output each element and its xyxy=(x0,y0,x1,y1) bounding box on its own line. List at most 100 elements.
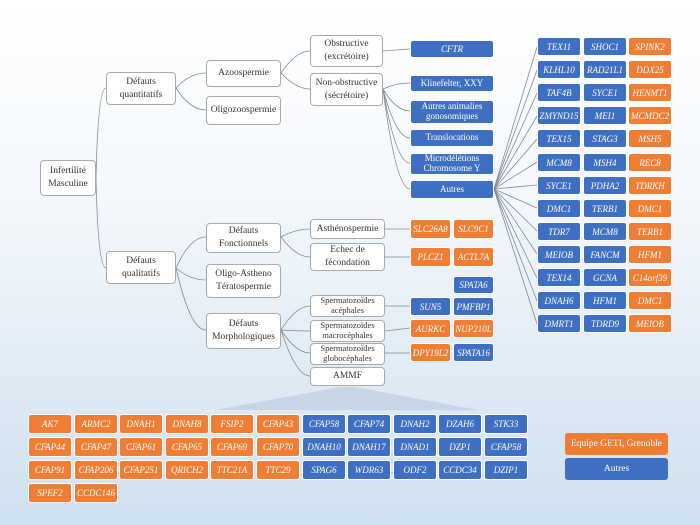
gene-chip: MCMDC2 xyxy=(628,106,672,125)
cftr-box: CFTR xyxy=(410,40,494,58)
gene-chip: SUN5 xyxy=(410,297,451,316)
gene-chip: HENMT1 xyxy=(628,83,672,102)
defauts-qualitatifs-node: Défauts qualitatifs xyxy=(106,251,176,284)
ammf-gene-chip: CFAP65 xyxy=(165,437,209,457)
gene-chip: DMC1 xyxy=(537,199,581,218)
gene-chip: SPINK2 xyxy=(628,37,672,56)
ammf-gene-chip: CFAP44 xyxy=(28,437,72,457)
gene-chip: TEX14 xyxy=(537,268,581,287)
gene-chip: DMRT1 xyxy=(537,314,581,333)
legend-autres: Autres xyxy=(565,458,668,480)
ammf-gene-chip: WDR63 xyxy=(347,460,391,480)
ammf-gene-chip: CFAP91 xyxy=(28,460,72,480)
ammf-gene-chip: DZIP1 xyxy=(484,460,528,480)
gene-chip: HFM1 xyxy=(583,291,627,310)
defauts-morphologiques-node: Défauts Morphologiques xyxy=(206,313,281,349)
asthenospermie-node: Asthénospermie xyxy=(310,219,385,239)
gene-chip: DNAH6 xyxy=(537,291,581,310)
azoospermie-node: Azoospermie xyxy=(206,60,281,87)
ammf-gene-chip: CFAP74 xyxy=(347,414,391,434)
autres-causes-box: Autres xyxy=(410,180,494,199)
gene-chip: MEI1 xyxy=(583,106,627,125)
gene-chip: DMC1 xyxy=(628,291,672,310)
ammf-gene-chip: QRICH2 xyxy=(165,460,209,480)
gene-chip: ACTL7A xyxy=(453,247,494,267)
ammf-gene-chip: CCDC34 xyxy=(438,460,482,480)
ammf-gene-chip: DNAD1 xyxy=(393,437,437,457)
microdeletions-chromosome-y-box: Microdélétions Chromosome Y xyxy=(410,153,494,175)
gene-chip: SPATA6 xyxy=(453,276,494,294)
gene-chip: TDRKH xyxy=(628,176,672,195)
gene-chip: MSH5 xyxy=(628,129,672,148)
ammf-gene-chip: DNAH10 xyxy=(302,437,346,457)
gene-chip: AURKC xyxy=(410,319,451,338)
gene-chip: SPATA16 xyxy=(453,343,494,362)
defauts-quantitatifs-node: Défauts quantitatifs xyxy=(106,72,176,105)
ammf-gene-chip: SPAG6 xyxy=(302,460,346,480)
ammf-gene-chip: AK7 xyxy=(28,414,72,434)
oligo-astheno-teratospermie-node: Oligo-Astheno Tératospermie xyxy=(206,264,281,298)
ammf-gene-chip: DNAH2 xyxy=(393,414,437,434)
ammf-gene-chip: CFAP251 xyxy=(119,460,163,480)
gene-chip: HFM1 xyxy=(628,245,672,264)
legend-equipe-geti: Equipe GETI, Grenoble xyxy=(565,433,668,455)
gene-chip: GCNA xyxy=(583,268,627,287)
gene-chip: SYCE1 xyxy=(537,176,581,195)
ammf-gene-chip: CFAP69 xyxy=(210,437,254,457)
ammf-gene-chip: ARMC2 xyxy=(74,414,118,434)
ammf-gene-chip: TTC21A xyxy=(210,460,254,480)
echec-fecondation-node: Echec de fécondation xyxy=(310,243,385,271)
gene-chip: TEX15 xyxy=(537,129,581,148)
gene-chip: TAF4B xyxy=(537,83,581,102)
autres-anomalies-gonosomiques-box: Autres animalies gonosomiques xyxy=(410,100,494,124)
gene-chip: TERB1 xyxy=(583,199,627,218)
translocations-box: Translocations xyxy=(410,129,494,147)
ammf-gene-chip: TTC29 xyxy=(256,460,300,480)
gene-chip: PDHA2 xyxy=(583,176,627,195)
gene-chip: NUP210L xyxy=(453,319,494,338)
ammf-gene-chip: CFAP58 xyxy=(484,437,528,457)
spermatozoides-acephales-node: Spermatozoïdes acéphales xyxy=(310,295,385,317)
ammf-gene-chip: DNAH17 xyxy=(347,437,391,457)
gene-chip: MEIOB xyxy=(537,245,581,264)
ammf-gene-chip: CFAP61 xyxy=(119,437,163,457)
ammf-gene-chip: DNAH8 xyxy=(165,414,209,434)
root-node: Infertilité Masculine xyxy=(40,160,96,196)
gene-chip: KLHL10 xyxy=(537,60,581,79)
gene-chip: MCM8 xyxy=(583,222,627,241)
gene-chip: TDRD9 xyxy=(583,314,627,333)
gene-chip: ZMYND15 xyxy=(537,106,581,125)
ammf-gene-chip: CFAP58 xyxy=(302,414,346,434)
gene-chip: FANCM xyxy=(583,245,627,264)
klinefelter-box: Klinefelter, XXY xyxy=(410,75,494,92)
ammf-gene-chip: DNAH1 xyxy=(119,414,163,434)
spermatozoides-macrocephales-node: Spermatozoïdes macrocéphales xyxy=(310,320,385,342)
gene-chip: DDX25 xyxy=(628,60,672,79)
ammf-gene-chip: FSIP2 xyxy=(210,414,254,434)
gene-chip: TEX11 xyxy=(537,37,581,56)
gene-chip: TDR7 xyxy=(537,222,581,241)
gene-chip: MEIOB xyxy=(628,314,672,333)
ammf-gene-chip: CFAP47 xyxy=(74,437,118,457)
non-obstructive-node: Non-obstructive (sécrétoire) xyxy=(310,73,383,106)
gene-chip: MCM8 xyxy=(537,153,581,172)
ammf-gene-chip: CFAP70 xyxy=(256,437,300,457)
ammf-gene-chip: CFAP43 xyxy=(256,414,300,434)
oligozoospermie-node: Oligozoospermie xyxy=(206,96,281,125)
gene-chip: PLCZ1 xyxy=(410,247,451,267)
ammf-node: AMMF xyxy=(310,367,385,386)
gene-chip: DMC1 xyxy=(628,199,672,218)
gene-chip: SHOC1 xyxy=(583,37,627,56)
ammf-gene-chip: SPEF2 xyxy=(28,483,72,503)
defauts-fonctionnels-node: Défauts Fonctionnels xyxy=(206,223,281,253)
gene-chip: REC8 xyxy=(628,153,672,172)
gene-chip: DPY19L2 xyxy=(410,343,451,362)
gene-chip: SYCE1 xyxy=(583,83,627,102)
gene-chip: SLC9C1 xyxy=(453,219,494,239)
ammf-gene-chip: CFAP206 xyxy=(74,460,118,480)
gene-chip: TERB1 xyxy=(628,222,672,241)
ammf-gene-chip: DZP1 xyxy=(438,437,482,457)
gene-chip: STAG3 xyxy=(583,129,627,148)
gene-chip: RAD21L1 xyxy=(583,60,627,79)
ammf-gene-chip: STK33 xyxy=(484,414,528,434)
